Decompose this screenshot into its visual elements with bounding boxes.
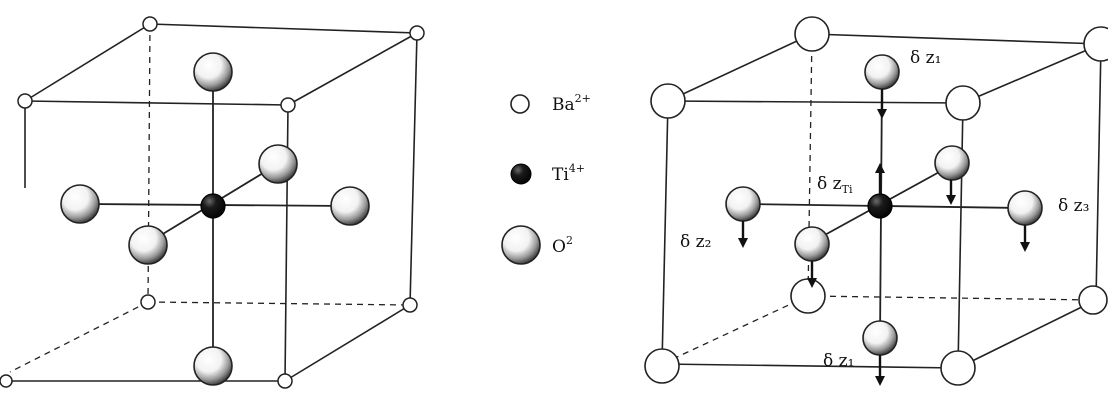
barium-atom (650, 83, 686, 119)
barium-atoms (0, 16, 425, 389)
barium-atom (0, 374, 13, 388)
titanium-atom (200, 193, 226, 219)
barium-atom (277, 373, 293, 389)
oxygen-atom (794, 226, 830, 262)
legend-item-ba: Ba2+ (510, 92, 591, 115)
barium-atom (644, 348, 680, 384)
displacement-arrows (738, 89, 1030, 386)
barium-atom (940, 350, 976, 386)
legend-item-o: O2 (501, 225, 573, 265)
legend-o-symbol (501, 225, 541, 265)
legend-item-ti: Ti4+ (510, 162, 585, 185)
label-dz-ti: δ z (817, 174, 842, 194)
barium-atom (1078, 285, 1108, 315)
label-dz-ti-sub: Ti (842, 183, 853, 196)
oxygen-atom (193, 346, 233, 386)
legend-ti-label: Ti (552, 165, 569, 185)
label-dz3: δ z₃ (1058, 196, 1089, 216)
oxygen-atom (330, 186, 370, 226)
titanium-atom (867, 193, 893, 219)
barium-atom (945, 85, 981, 121)
legend-o-label: O (552, 237, 566, 257)
barium-atom (794, 16, 830, 52)
oxygen-atom (193, 52, 233, 92)
barium-atom (402, 297, 418, 313)
svg-text:O2: O2 (552, 234, 573, 257)
barium-atom (1083, 26, 1108, 62)
legend-ti-symbol (510, 163, 532, 185)
tetragonal-cell: δ z₁ δ z₂ δ zTi δ z₃ δ z₁ (644, 16, 1108, 386)
oxygen-atom (864, 54, 900, 90)
legend-ba-charge: 2+ (575, 92, 591, 105)
label-dz1-bottom: δ z₁ (823, 351, 854, 371)
legend-ti-charge: 4+ (569, 162, 585, 175)
svg-text:Ba2+: Ba2+ (552, 92, 591, 115)
oxygen-atom (258, 144, 298, 184)
barium-atom (17, 93, 33, 109)
oxygen-atom (934, 145, 970, 181)
barium-atom (142, 16, 158, 32)
cubic-cell-bonds (84, 75, 349, 366)
label-dz2: δ z₂ (680, 232, 711, 252)
barium-atom (280, 97, 296, 113)
legend-ba-label: Ba (552, 95, 575, 115)
oxygen-atom (60, 184, 100, 224)
oxygen-atom (1007, 190, 1043, 226)
oxygen-atom (128, 225, 168, 265)
displacement-labels: δ z₁ δ z₂ δ zTi δ z₃ δ z₁ (680, 48, 1089, 371)
legend: Ba2+ Ti4+ O2 (501, 92, 591, 265)
barium-atom (409, 25, 425, 41)
tetragonal-cell-edges (661, 33, 1102, 369)
label-dz1-top: δ z₁ (910, 48, 941, 68)
oxygen-atom (725, 186, 761, 222)
svg-text:Ti4+: Ti4+ (552, 162, 585, 185)
barium-atom (140, 294, 156, 310)
legend-o-charge: 2 (566, 234, 573, 247)
oxygen-atom (862, 320, 898, 356)
barium-atom (790, 278, 826, 314)
legend-ba-symbol (510, 94, 530, 114)
cubic-cell (0, 16, 425, 389)
svg-text:δ zTi: δ zTi (817, 174, 853, 196)
